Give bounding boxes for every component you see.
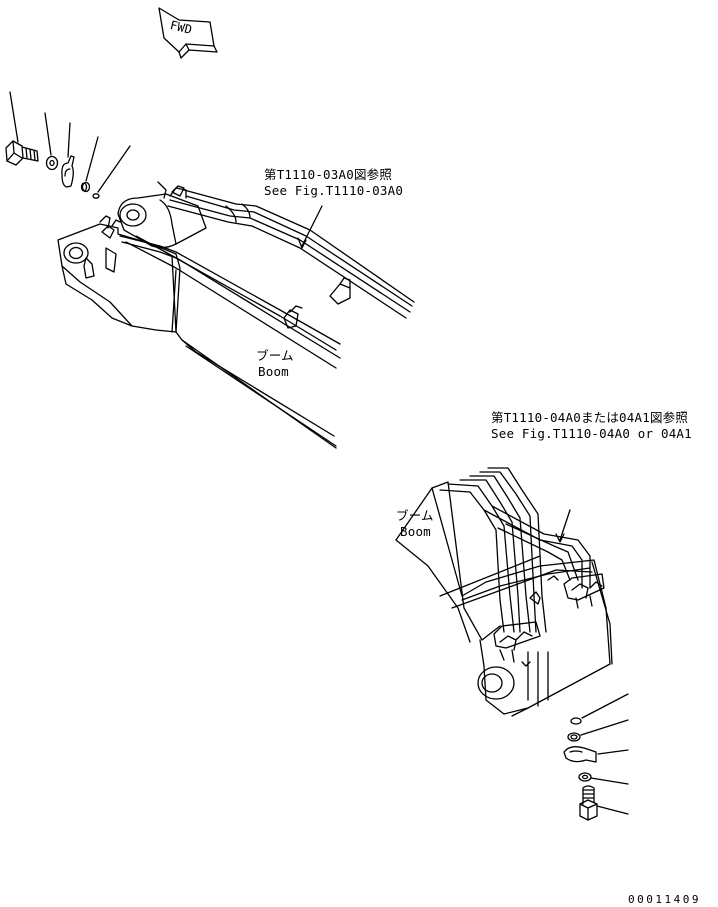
- clamp-icon: [62, 156, 74, 187]
- boom-label-bottom-en: Boom: [400, 524, 431, 539]
- fwd-arrow-icon: [159, 8, 217, 58]
- washer-icon: [47, 157, 58, 170]
- o-ring-icon: [93, 194, 99, 198]
- top-hardware-group: [6, 92, 130, 198]
- bolt-icon: [580, 786, 597, 820]
- o-ring-icon: [571, 718, 581, 724]
- top-ref-en: See Fig.T1110-03A0: [264, 183, 404, 198]
- top-ref-jp: 第T1110-03A0図参照: [264, 167, 393, 182]
- boom-label-top-en: Boom: [258, 364, 289, 379]
- bottom-hardware-group: [564, 694, 628, 820]
- washer-icon: [579, 773, 591, 781]
- drawing-number: 00011409: [628, 893, 701, 906]
- bolt-icon: [6, 141, 38, 165]
- boom-label-top-jp: ブーム: [256, 348, 294, 363]
- bottom-ref-jp: 第T1110-04A0または04A1図参照: [491, 410, 689, 425]
- bottom-ref-en: See Fig.T1110-04A0 or 04A1: [491, 426, 692, 441]
- boom-label-bottom-jp: ブーム: [396, 508, 434, 523]
- spacer-icon: [83, 183, 90, 192]
- bottom-boom-drawing: [396, 468, 612, 716]
- spacer-icon: [568, 733, 580, 741]
- top-boom-drawing: [58, 182, 414, 448]
- clamp-icon: [564, 747, 596, 762]
